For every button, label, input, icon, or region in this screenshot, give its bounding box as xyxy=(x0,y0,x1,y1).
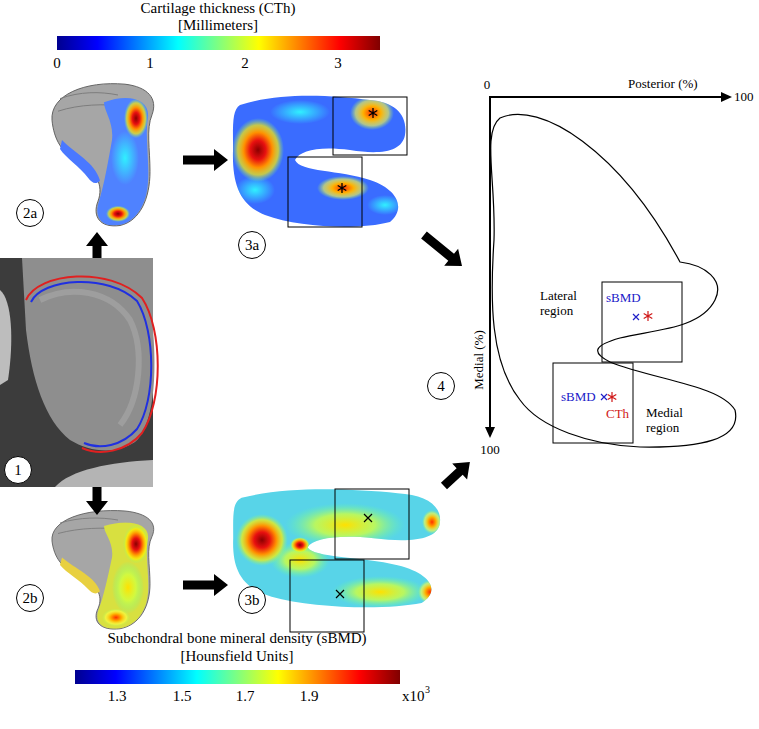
panel-number: 3b xyxy=(245,593,260,608)
marker-label: sBMD xyxy=(606,291,641,306)
flow-arrow xyxy=(183,149,228,171)
femur-3d xyxy=(52,84,160,230)
flow-arrow xyxy=(86,487,108,515)
region-label: Lateral region xyxy=(540,289,590,319)
figure-panel: 3b xyxy=(228,486,447,640)
femur-3d xyxy=(52,511,160,633)
tick-label: 3 xyxy=(334,55,342,72)
scale-factor: x10 xyxy=(402,688,425,705)
thickness-map xyxy=(228,88,413,238)
tick-label: 1 xyxy=(146,55,154,72)
tick-label: 0 xyxy=(53,55,61,72)
panel-number: 2b xyxy=(23,591,38,606)
tick-label: 1.7 xyxy=(236,688,255,705)
flow-arrow xyxy=(183,574,228,596)
region-label: Medial region xyxy=(646,406,696,436)
overlay-plot xyxy=(485,92,736,447)
flow-arrow xyxy=(441,462,470,489)
tick-label: 1.9 xyxy=(300,688,319,705)
colorbar xyxy=(57,36,380,50)
marker-label: sBMD xyxy=(561,390,596,405)
figure-panel: 2b xyxy=(15,515,183,625)
tick-label: 2 xyxy=(241,55,249,72)
colorbar-title: Cartilage thickness (CTh) xyxy=(141,0,296,17)
figure-panel: 2a xyxy=(15,88,183,232)
panel-number: 1 xyxy=(14,463,22,478)
axis-title: Posterior (%) xyxy=(628,77,698,92)
ct-slice xyxy=(0,258,158,487)
axis-end: 100 xyxy=(480,443,500,458)
axis-origin: 0 xyxy=(484,78,491,93)
colorbar xyxy=(75,670,400,684)
tick-label: 1.3 xyxy=(108,688,127,705)
scale-exponent: 3 xyxy=(425,684,430,696)
panel-number: 2a xyxy=(23,206,37,221)
density-map xyxy=(228,482,450,632)
colorbar-unit: [Millimeters] xyxy=(178,17,258,34)
flow-arrow xyxy=(86,232,108,258)
panel-number: 3a xyxy=(245,238,259,253)
tick-label: 1.5 xyxy=(173,688,192,705)
panel-number: 4 xyxy=(437,379,445,394)
figure-panel: 1 xyxy=(0,258,153,487)
colorbar-title: Subchondral bone mineral density (sBMD) xyxy=(107,630,366,647)
axis-title: Medial (%) xyxy=(472,330,487,390)
axis-end: 100 xyxy=(734,90,754,105)
panel-number-circle: 2b xyxy=(16,584,44,612)
panel-number-circle: 1 xyxy=(4,456,32,484)
panel-number-circle: 3b xyxy=(238,586,266,614)
figure-panel: 3a xyxy=(228,88,430,235)
flow-arrow xyxy=(421,232,462,267)
marker-label: CTh xyxy=(606,407,629,422)
panel-number-circle: 2a xyxy=(16,199,44,227)
panel-number-circle: 4 xyxy=(427,372,455,400)
colorbar-unit: [Hounsfield Units] xyxy=(181,648,294,665)
panel-number-circle: 3a xyxy=(238,231,266,259)
figure-panel: 4 xyxy=(462,80,755,462)
